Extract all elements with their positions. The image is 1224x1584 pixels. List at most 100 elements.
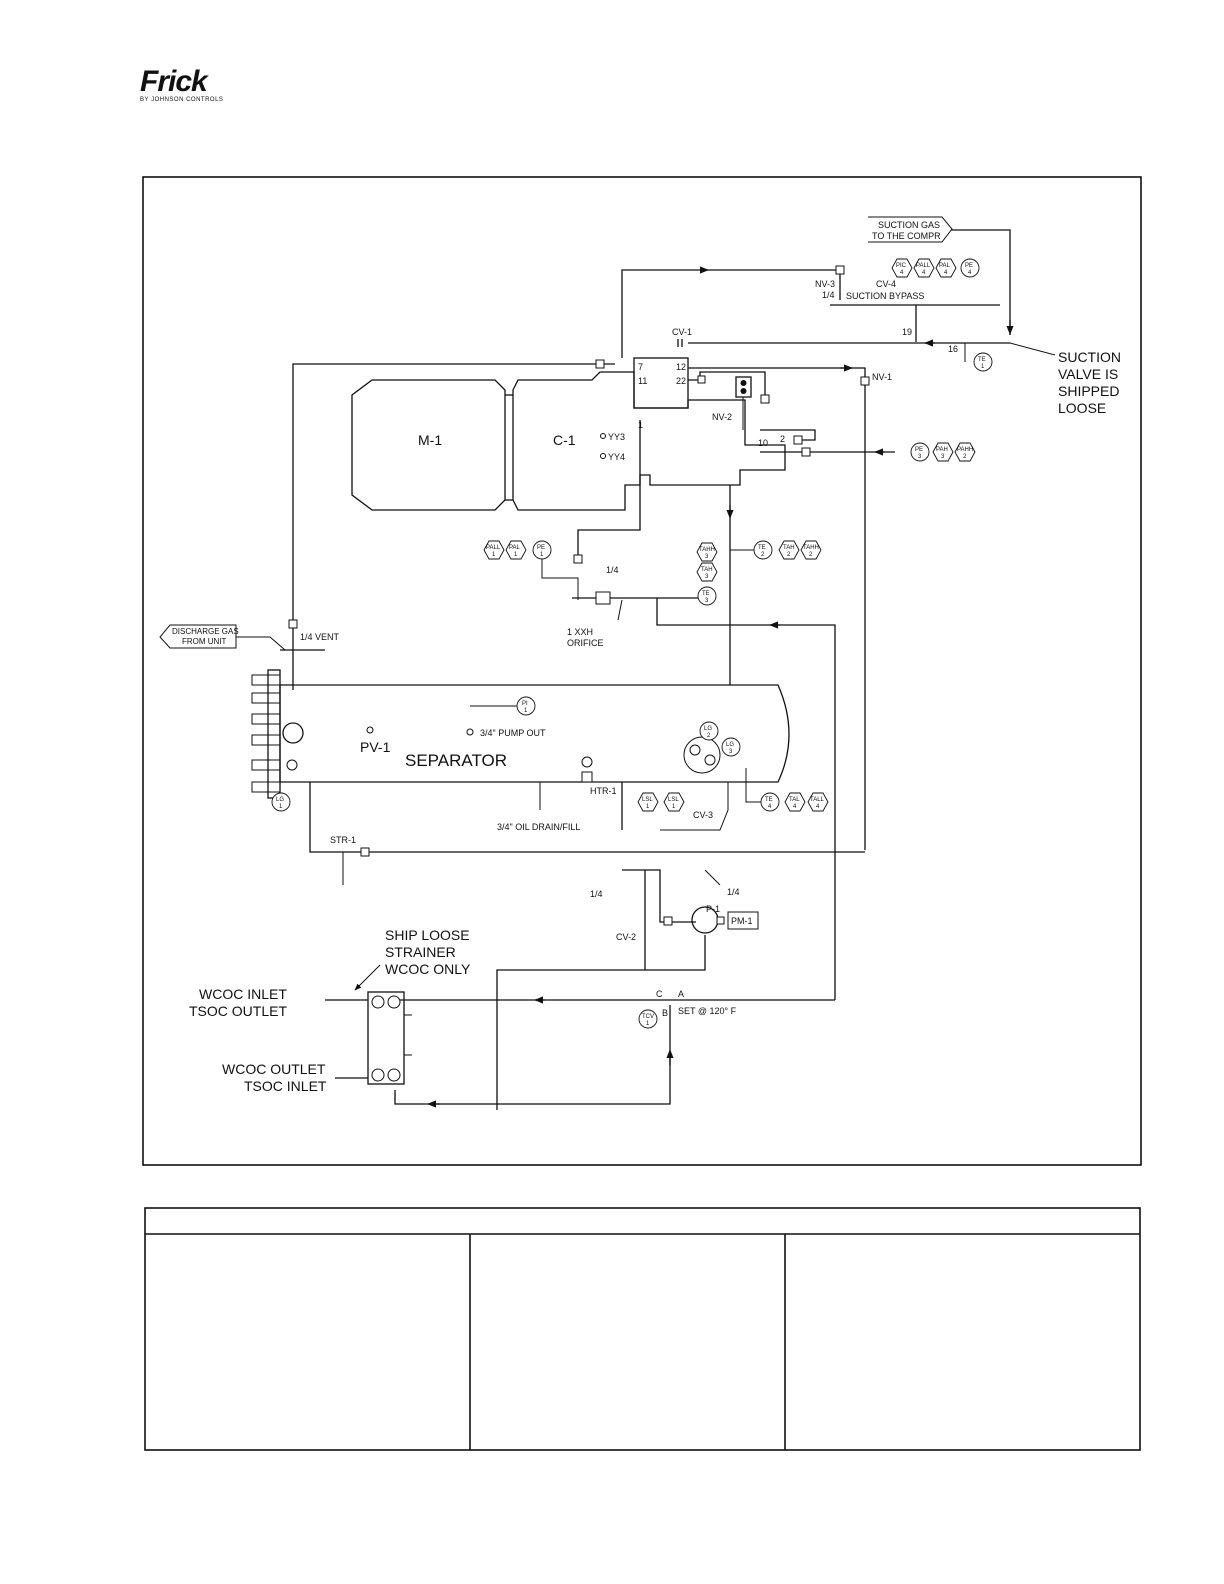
svg-text:PIC: PIC (896, 263, 907, 269)
svg-text:3: 3 (729, 749, 733, 755)
svg-text:4: 4 (968, 270, 972, 276)
svg-text:TE: TE (758, 545, 766, 551)
valve-b: B (662, 1008, 668, 1018)
str1-label: STR-1 (330, 835, 356, 845)
cv2-label: CV-2 (616, 932, 636, 942)
suction-valve-line2: VALVE IS (1058, 366, 1118, 382)
oil-drain-label: 3/4" OIL DRAIN/FILL (497, 822, 580, 832)
yy4-label: YY4 (608, 452, 625, 462)
pm1-box (727, 911, 759, 930)
port-11: 11 (638, 376, 647, 386)
port-19: 19 (902, 327, 912, 337)
svg-text:3: 3 (705, 554, 709, 560)
svg-text:3: 3 (705, 574, 709, 580)
discharge-line1: DISCHARGE GAS (172, 627, 239, 636)
pe-3: PE3 (910, 442, 930, 462)
svg-text:4: 4 (944, 270, 948, 276)
lg-3: LG3 (721, 737, 741, 757)
port-16: 16 (948, 344, 958, 354)
svg-text:2: 2 (707, 733, 711, 739)
motor-m1: M-1 (351, 379, 513, 511)
separator-label: SEPARATOR (405, 751, 507, 770)
svg-text:4: 4 (900, 270, 904, 276)
svg-text:TAHH: TAHH (699, 547, 715, 553)
pi-1: PI1 (516, 696, 536, 716)
valve-a: A (678, 989, 684, 999)
svg-text:2: 2 (809, 552, 813, 558)
pe-4: PE4 (960, 258, 980, 278)
svg-text:1: 1 (540, 552, 544, 558)
motor-label: M-1 (418, 432, 442, 448)
svg-text:LSL: LSL (668, 797, 679, 803)
te-3: TE3 (697, 586, 717, 606)
te-4: TE4 (760, 792, 780, 812)
svg-text:1: 1 (514, 552, 518, 558)
cv3-label: CV-3 (693, 810, 713, 820)
compressor-label: C-1 (553, 432, 576, 448)
wcoc-outlet-line1: WCOC OUTLET (222, 1061, 326, 1077)
quarter-label-2: 1/4 (727, 887, 740, 897)
frick-logo: Frick BY JOHNSON CONTROLS (140, 67, 240, 108)
svg-text:TAH: TAH (701, 567, 713, 573)
legend-table (144, 1207, 1141, 1451)
port-22: 22 (676, 376, 686, 386)
compressor-c1: C-1 YY3 YY4 7 11 12 22 1 10 2 NV-2 (512, 357, 786, 511)
nv3-label: NV-3 (815, 279, 835, 289)
wcoc-inlet-line1: WCOC INLET (199, 986, 287, 1002)
suction-valve-line3: SHIPPED (1058, 383, 1119, 399)
svg-text:1: 1 (279, 804, 283, 810)
port-7: 7 (638, 362, 643, 372)
diagram-frame (142, 176, 1142, 1166)
suction-valve-line4: LOOSE (1058, 400, 1106, 416)
wcoc-outlet-line2: TSOC INLET (244, 1078, 327, 1094)
svg-text:PE: PE (915, 447, 923, 453)
svg-text:PAL: PAL (509, 545, 521, 551)
cv4-label: CV-4 (876, 279, 896, 289)
svg-text:LG: LG (704, 726, 712, 732)
separator-pv1: PV-1 SEPARATOR 3/4" PUMP OUT HTR-1 3/4" … (251, 669, 790, 832)
svg-text:1: 1 (646, 1021, 650, 1027)
logo-subtitle: BY JOHNSON CONTROLS (140, 97, 224, 103)
svg-text:4: 4 (793, 804, 797, 810)
svg-text:3: 3 (941, 454, 945, 460)
svg-text:1: 1 (672, 804, 676, 810)
svg-text:TAHH: TAHH (803, 545, 819, 551)
lg-2: LG2 (699, 721, 719, 741)
te-1: TE1 (973, 352, 993, 372)
svg-text:2: 2 (963, 454, 967, 460)
quarter-label-3: 1/4 (590, 889, 603, 899)
quarter-label-1: 1/4 (606, 565, 619, 575)
svg-text:3: 3 (918, 454, 922, 460)
suction-gas-line2: TO THE COMPR (872, 231, 941, 241)
nv2-label: NV-2 (712, 412, 732, 422)
svg-text:1: 1 (981, 364, 985, 370)
svg-text:PAL: PAL (939, 263, 951, 269)
water-labels: SHIP LOOSE STRAINER WCOC ONLY WCOC INLET… (189, 927, 471, 1094)
set-temp-label: SET @ 120° F (678, 1006, 737, 1016)
svg-text:1: 1 (524, 708, 528, 714)
cv1-label: CV-1 (672, 327, 692, 337)
suction-valve-line1: SUCTION (1058, 349, 1121, 365)
pv1-label: PV-1 (360, 739, 391, 755)
ship-loose-line3: WCOC ONLY (385, 961, 471, 977)
nv1-label: NV-1 (872, 372, 892, 382)
te-2: TE2 (753, 540, 773, 560)
pm1-label: PM-1 (731, 916, 753, 926)
svg-text:PE: PE (965, 263, 973, 269)
htr1-label: HTR-1 (590, 786, 617, 796)
svg-text:LG: LG (726, 742, 734, 748)
nv3-size: 1/4 (822, 290, 835, 300)
port-10: 10 (758, 438, 768, 448)
